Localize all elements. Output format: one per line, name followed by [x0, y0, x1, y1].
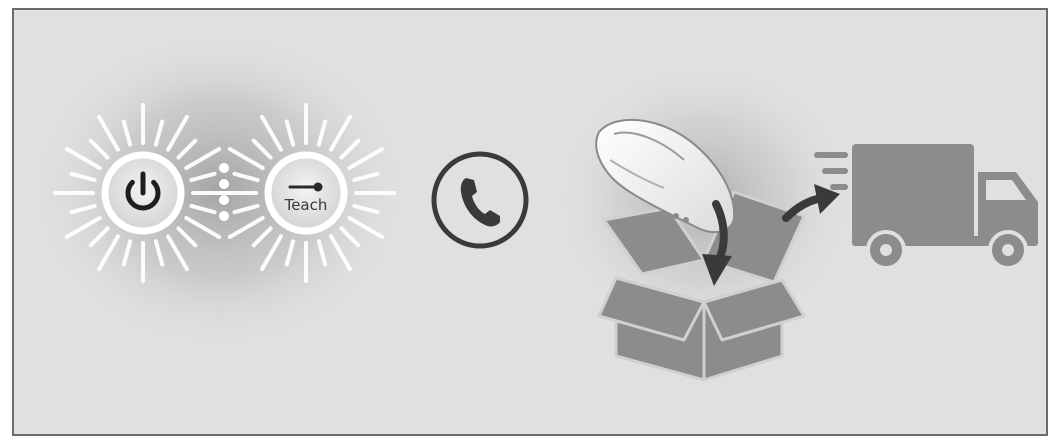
teach-button: Teach [268, 155, 344, 231]
power-button [105, 155, 181, 231]
teach-label: Teach [284, 196, 328, 214]
indicator-led [219, 179, 229, 189]
indicator-led [219, 211, 229, 221]
phone-icon [434, 154, 526, 246]
glow-halo-left [29, 30, 409, 350]
indicator-led [219, 195, 229, 205]
indicator-led [219, 163, 229, 173]
diagram-panel: Teach [12, 8, 1048, 436]
diagram-scene: Teach [14, 10, 1048, 436]
